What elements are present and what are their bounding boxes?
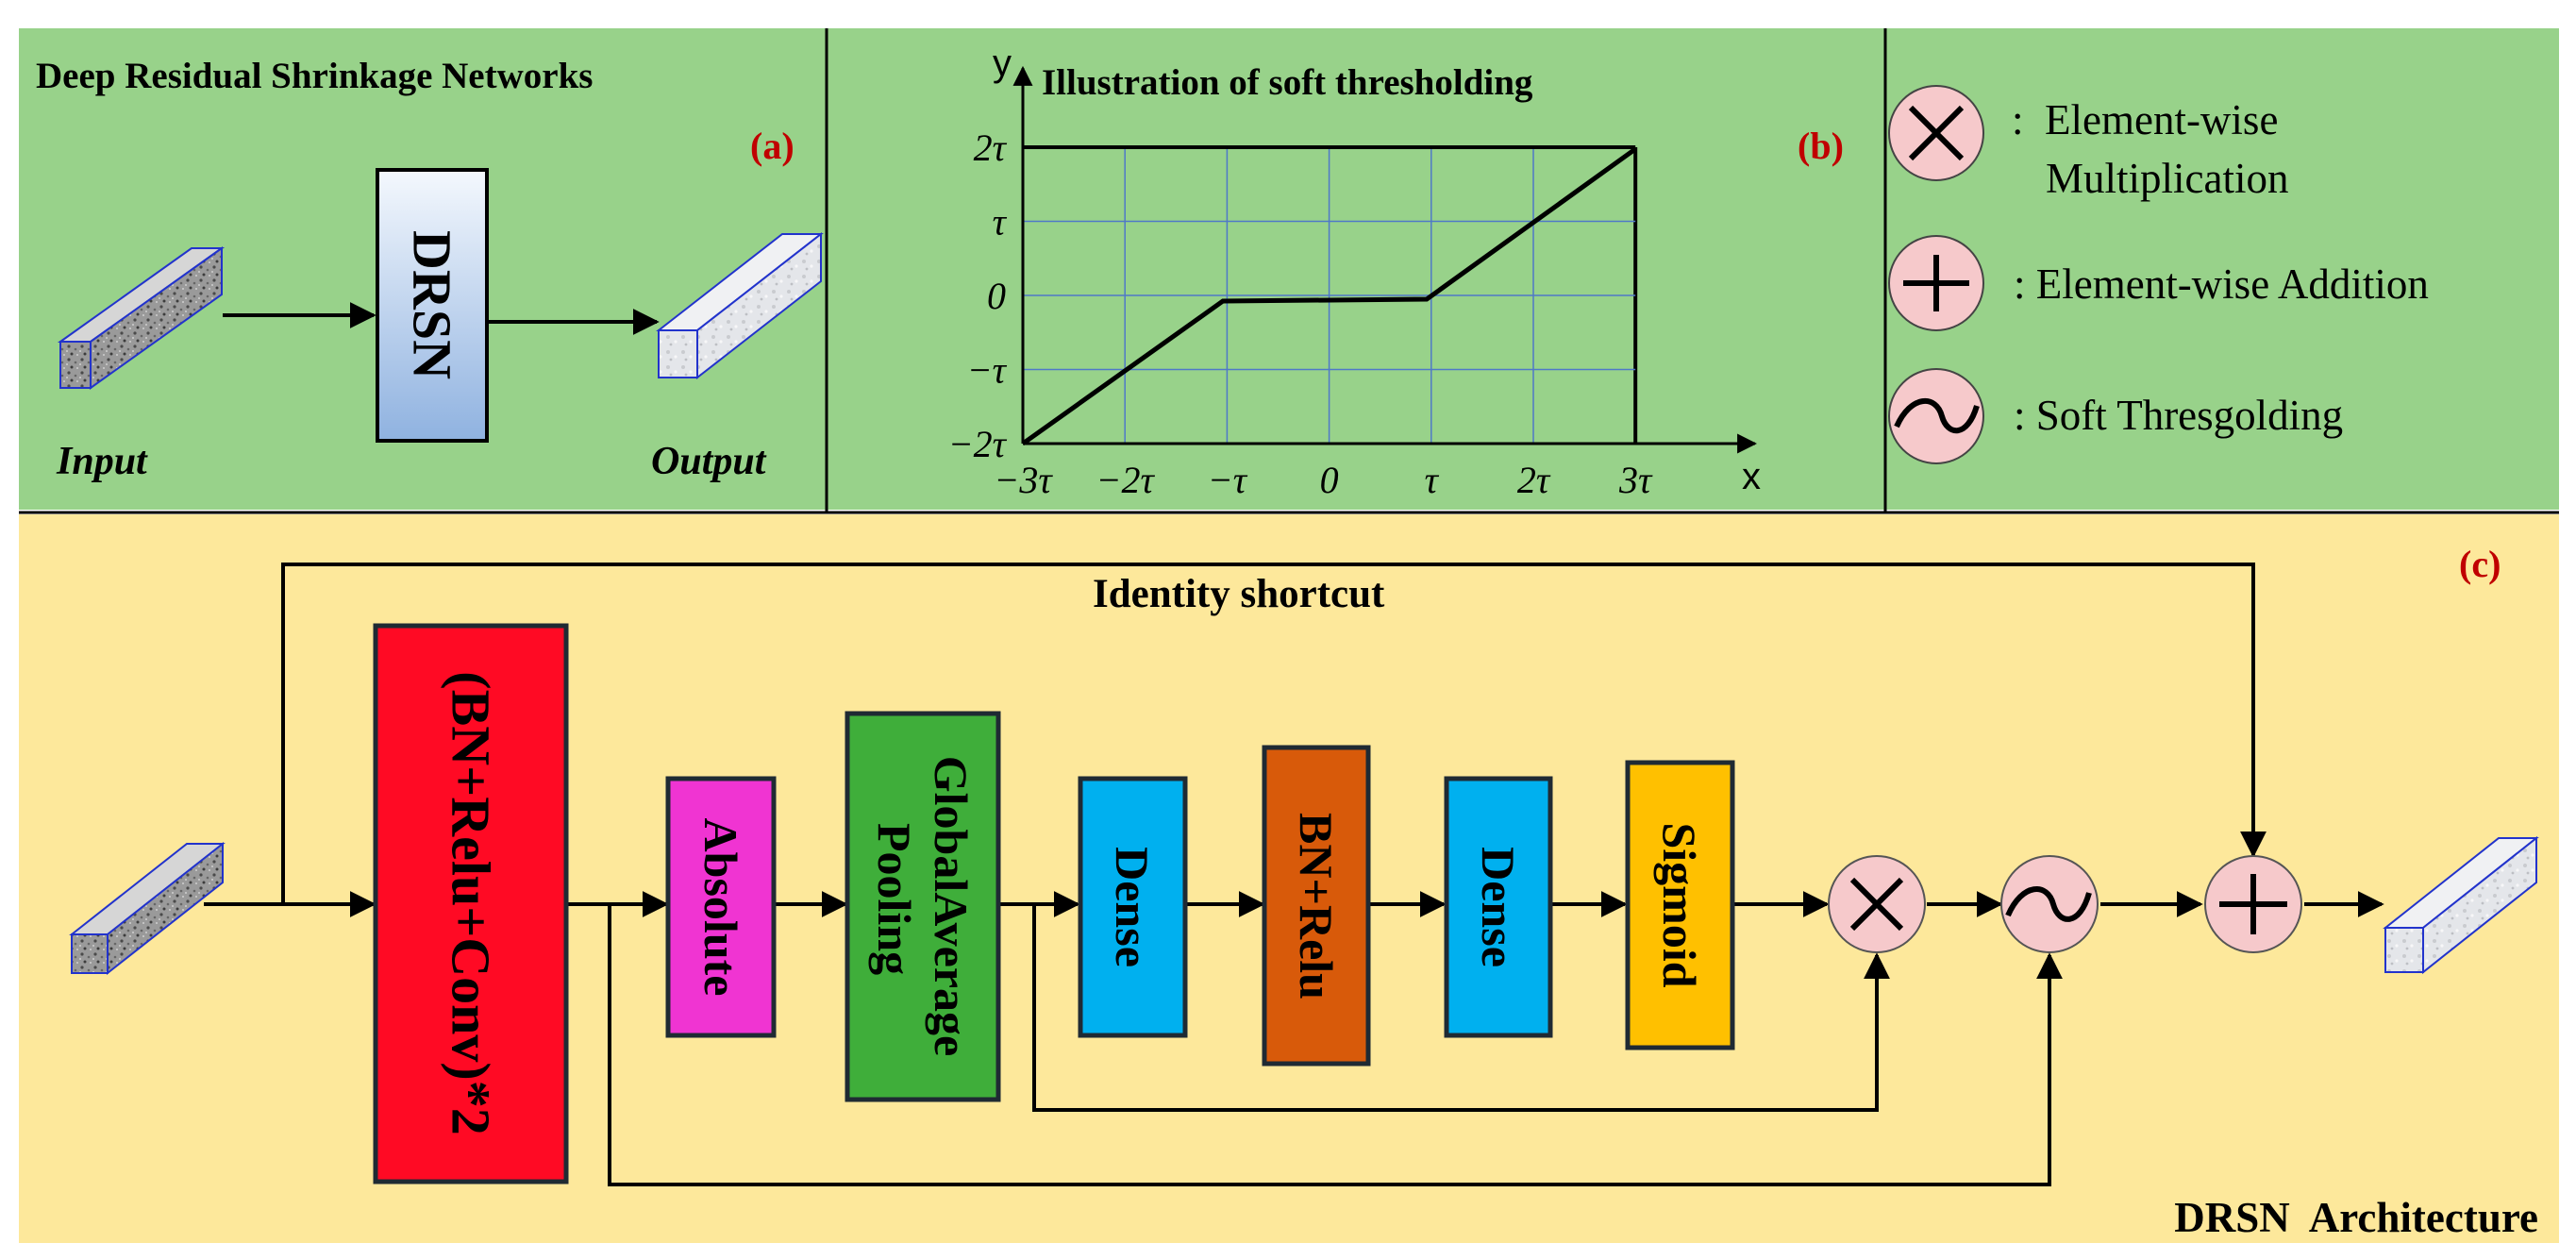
panel-b-tag: (b)	[1798, 125, 1844, 167]
plus-icon	[2219, 874, 2287, 934]
soft-threshold-legend-icon	[1888, 368, 1984, 464]
soft-threshold-curve	[1021, 146, 1637, 446]
absolute-label: Absolute	[694, 818, 747, 997]
x-tick-label: −2τ	[1096, 459, 1156, 501]
global-average-pooling-block: GlobalAverage Pooling	[845, 711, 1001, 1102]
y-tick-label: 0	[987, 275, 1006, 317]
multiply-icon	[1849, 877, 1904, 932]
skip-path-to-multiply	[1032, 904, 1890, 1112]
drsn-block-label: DRSN	[402, 230, 463, 379]
y-tick-label: 2τ	[974, 126, 1008, 169]
multiply-legend-text-2: Multiplication	[2046, 155, 2288, 202]
dense-block-2: Dense	[1444, 776, 1553, 1038]
panel-c: (c) Identity shortcut DRSN Architecture …	[69, 543, 2539, 1241]
architecture-footer: DRSN Architecture	[2174, 1194, 2538, 1241]
y-tick-label: −τ	[967, 349, 1008, 392]
x-tick-label: −3τ	[994, 459, 1053, 501]
y-tick-labels: 2τ τ 0 −τ −2τ	[948, 126, 1008, 465]
bn-relu-label: BN+Relu	[1290, 813, 1343, 1000]
soft-threshold-operator	[2000, 855, 2099, 953]
panel-a-tag: (a)	[750, 125, 795, 167]
legend-soft: : Soft Thresgolding	[1888, 368, 2343, 464]
gap-label-line1: GlobalAverage	[925, 756, 978, 1056]
y-axis-label: y	[993, 42, 1012, 84]
identity-shortcut-path	[281, 563, 2267, 904]
y-tick-label: −2τ	[948, 423, 1008, 465]
legend: : Element-wise Multiplication : Element-…	[1888, 85, 2429, 464]
output-tensor-icon-c	[2383, 835, 2539, 975]
sigmoid-label: Sigmoid	[1653, 822, 1706, 987]
x-tick-label: τ	[1425, 459, 1440, 501]
x-axis-label: x	[1742, 456, 1761, 497]
bn-relu-conv-block: (BN+Relu+Conv)*2	[373, 623, 569, 1184]
legend-add: : Element-wise Addition	[1888, 235, 2429, 331]
panel-c-tag: (c)	[2459, 543, 2501, 585]
input-tensor-icon-c	[69, 841, 226, 976]
gap-label-line2: Pooling	[868, 823, 921, 975]
panel-a: Deep Residual Shrinkage Networks (a) DRS…	[36, 56, 824, 483]
panel-b-title: Illustration of soft thresholding	[1042, 62, 1533, 103]
panel-b: Illustration of soft thresholding (b) y …	[948, 42, 1844, 501]
multiply-legend-text-1: : Element-wise	[2012, 96, 2278, 143]
multiply-symbol	[1908, 105, 1965, 161]
drsn-block	[376, 168, 489, 443]
identity-shortcut-label: Identity shortcut	[1093, 572, 1385, 616]
input-tensor-icon	[57, 246, 226, 390]
add-symbol	[1903, 255, 1969, 311]
absolute-block: Absolute	[665, 776, 777, 1038]
legend-multiply: : Element-wise Multiplication	[1888, 85, 2288, 202]
x-tick-label: 2τ	[1517, 459, 1551, 501]
x-tick-label: −τ	[1208, 459, 1248, 501]
add-legend-text: : Element-wise Addition	[2014, 260, 2429, 308]
y-tick-label: τ	[993, 201, 1008, 244]
output-tensor-icon	[656, 231, 824, 380]
x-tick-label: 0	[1320, 459, 1339, 501]
bn-relu-block: BN+Relu	[1262, 745, 1371, 1067]
output-label: Output	[651, 440, 767, 483]
bn-relu-conv-label: (BN+Relu+Conv)*2	[441, 671, 502, 1134]
x-tick-labels: −3τ −2τ −τ 0 τ 2τ 3τ	[994, 459, 1653, 501]
sigmoid-block: Sigmoid	[1625, 760, 1735, 1050]
panel-a-title: Deep Residual Shrinkage Networks	[36, 56, 593, 96]
tilde-symbol	[1894, 398, 1980, 434]
soft-legend-text: : Soft Thresgolding	[2014, 392, 2343, 439]
multiply-operator	[1828, 855, 1926, 953]
x-tick-label: 3τ	[1618, 459, 1653, 501]
add-operator	[2204, 855, 2302, 953]
tilde-icon	[2005, 886, 2092, 922]
dense2-label: Dense	[1472, 847, 1525, 967]
dense-block-1: Dense	[1078, 776, 1188, 1038]
input-label: Input	[56, 440, 148, 483]
dense1-label: Dense	[1106, 847, 1159, 967]
skip-path-to-soft	[608, 904, 2063, 1186]
